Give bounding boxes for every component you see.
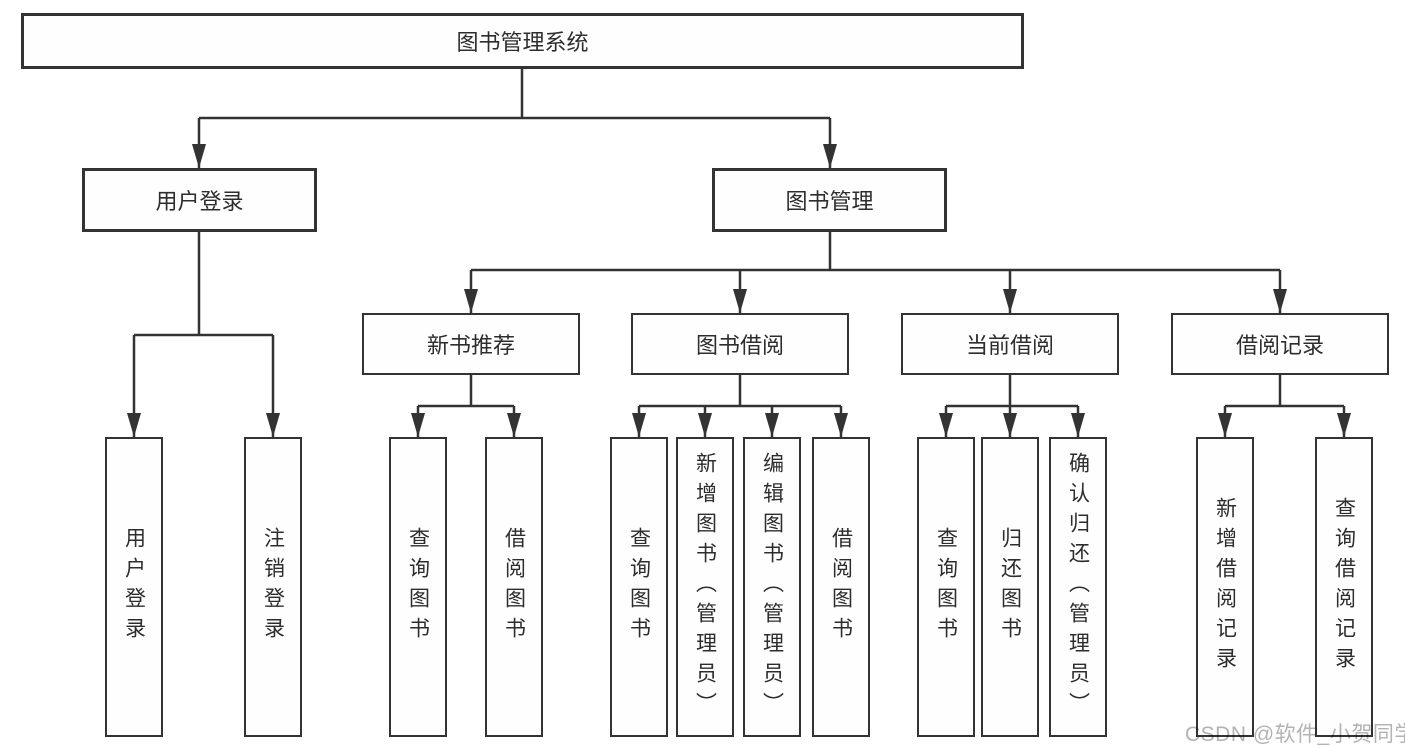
- node-book-mgmt: 图书管理: [712, 168, 947, 232]
- leaf-newbooks-borrow: 借阅图书: [485, 437, 543, 737]
- leaf-logout-label: 注销登录: [261, 527, 285, 647]
- node-book-borrow: 图书借阅: [631, 313, 849, 375]
- leaf-records-add-label: 新增借阅记录: [1213, 497, 1237, 677]
- node-book-mgmt-label: 图书管理: [785, 189, 874, 214]
- leaf-borrow-edit-admin: 编辑图书（管理员）: [743, 437, 801, 737]
- leaf-newbooks-borrow-label: 借阅图书: [502, 527, 526, 647]
- leaf-newbooks-query: 查询图书: [389, 437, 447, 737]
- leaf-logout: 注销登录: [244, 437, 302, 737]
- node-root-label: 图书管理系统: [456, 30, 589, 55]
- node-current-borrow: 当前借阅: [901, 313, 1119, 375]
- leaf-borrow-query: 查询图书: [610, 437, 668, 737]
- leaf-records-query-label: 查询借阅记录: [1332, 497, 1356, 677]
- leaf-current-query: 查询图书: [917, 437, 975, 737]
- connector-stems: [132, 69, 1346, 437]
- leaf-newbooks-query-label: 查询图书: [406, 527, 430, 647]
- leaf-current-return-label: 归还图书: [998, 527, 1022, 647]
- node-root: 图书管理系统: [21, 13, 1024, 69]
- node-book-borrow-label: 图书借阅: [695, 333, 784, 358]
- leaf-borrow-query-label: 查询图书: [627, 527, 651, 647]
- leaf-current-confirm-admin: 确认归还（管理员）: [1049, 437, 1107, 737]
- node-new-books: 新书推荐: [362, 313, 580, 375]
- leaf-borrow-edit-admin-label: 编辑图书（管理员）: [760, 452, 784, 722]
- arrowhead-icons: [127, 144, 1351, 437]
- node-borrow-records-label: 借阅记录: [1235, 333, 1324, 358]
- leaf-records-add: 新增借阅记录: [1196, 437, 1254, 737]
- node-current-borrow-label: 当前借阅: [965, 333, 1054, 358]
- leaf-borrow-borrow: 借阅图书: [812, 437, 870, 737]
- node-borrow-records: 借阅记录: [1171, 313, 1389, 375]
- watermark-text: CSDN @软件_小贺同学: [1185, 723, 1405, 746]
- leaf-borrow-add-admin: 新增图书（管理员）: [676, 437, 734, 737]
- node-new-books-label: 新书推荐: [426, 333, 515, 358]
- leaf-user-login-label: 用户登录: [122, 527, 146, 647]
- leaf-records-query: 查询借阅记录: [1315, 437, 1373, 737]
- leaf-current-query-label: 查询图书: [934, 527, 958, 647]
- node-user-login: 用户登录: [82, 168, 317, 232]
- node-user-login-label: 用户登录: [155, 189, 244, 214]
- leaf-current-return: 归还图书: [981, 437, 1039, 737]
- leaf-borrow-borrow-label: 借阅图书: [829, 527, 853, 647]
- leaf-user-login: 用户登录: [105, 437, 163, 737]
- leaf-borrow-add-admin-label: 新增图书（管理员）: [693, 452, 717, 722]
- leaf-current-confirm-admin-label: 确认归还（管理员）: [1066, 452, 1090, 722]
